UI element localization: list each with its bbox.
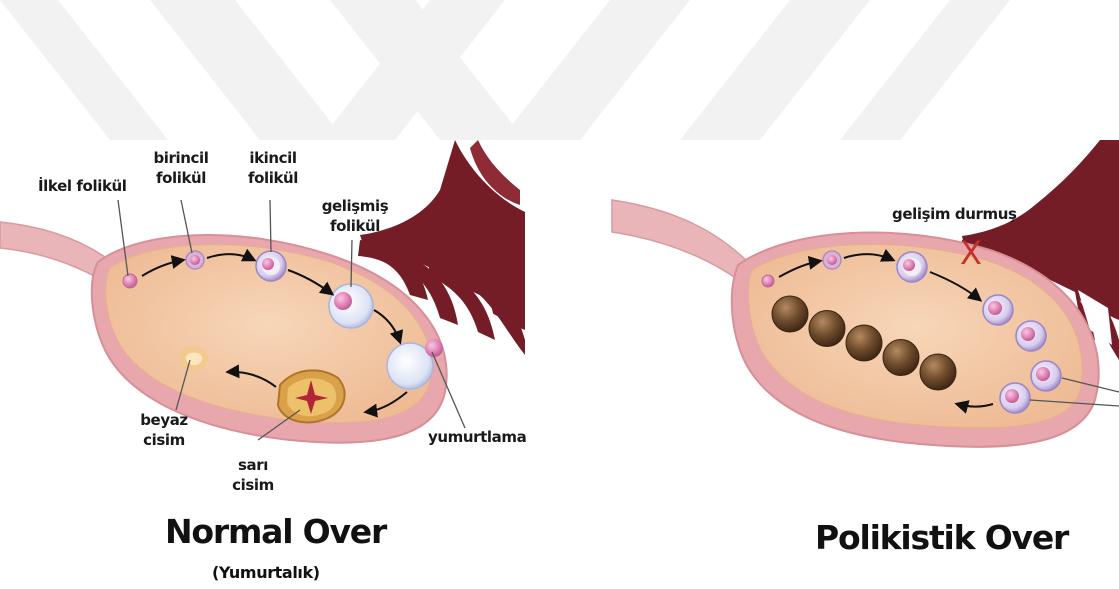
normal-ovary-subtitle: (Yumurtalık): [212, 563, 320, 582]
polycystic-ovary-illustration: X: [612, 140, 1119, 447]
cyst: [772, 296, 808, 332]
label-corpus-albicans: beyaz cisim: [134, 410, 194, 450]
cyst: [846, 325, 882, 361]
cyst: [920, 354, 956, 390]
primordial-follicle: [123, 274, 137, 288]
cyst: [809, 311, 845, 347]
label-mature-follicle: gelişmiş folikül: [312, 196, 398, 236]
primordial-follicle: [762, 275, 774, 287]
cyst: [883, 340, 919, 376]
polycystic-ovary-title: Polikistik Over: [815, 518, 1068, 557]
label-secondary-follicle: ikincil folikül: [240, 148, 306, 188]
stop-mark: X: [960, 234, 982, 272]
label-primordial-follicle: İlkel folikül: [38, 176, 127, 196]
normal-ovary-title: Normal Over: [165, 512, 386, 551]
label-ovulation: yumurtlama: [428, 427, 526, 447]
ovarian-ligament: [612, 200, 752, 290]
label-primary-follicle: birincil folikül: [146, 148, 216, 188]
label-arrested-development: gelişim durmuş: [892, 204, 1017, 224]
watermark-stripes: [0, 0, 1010, 140]
label-corpus-luteum: sarı cisim: [228, 455, 278, 495]
